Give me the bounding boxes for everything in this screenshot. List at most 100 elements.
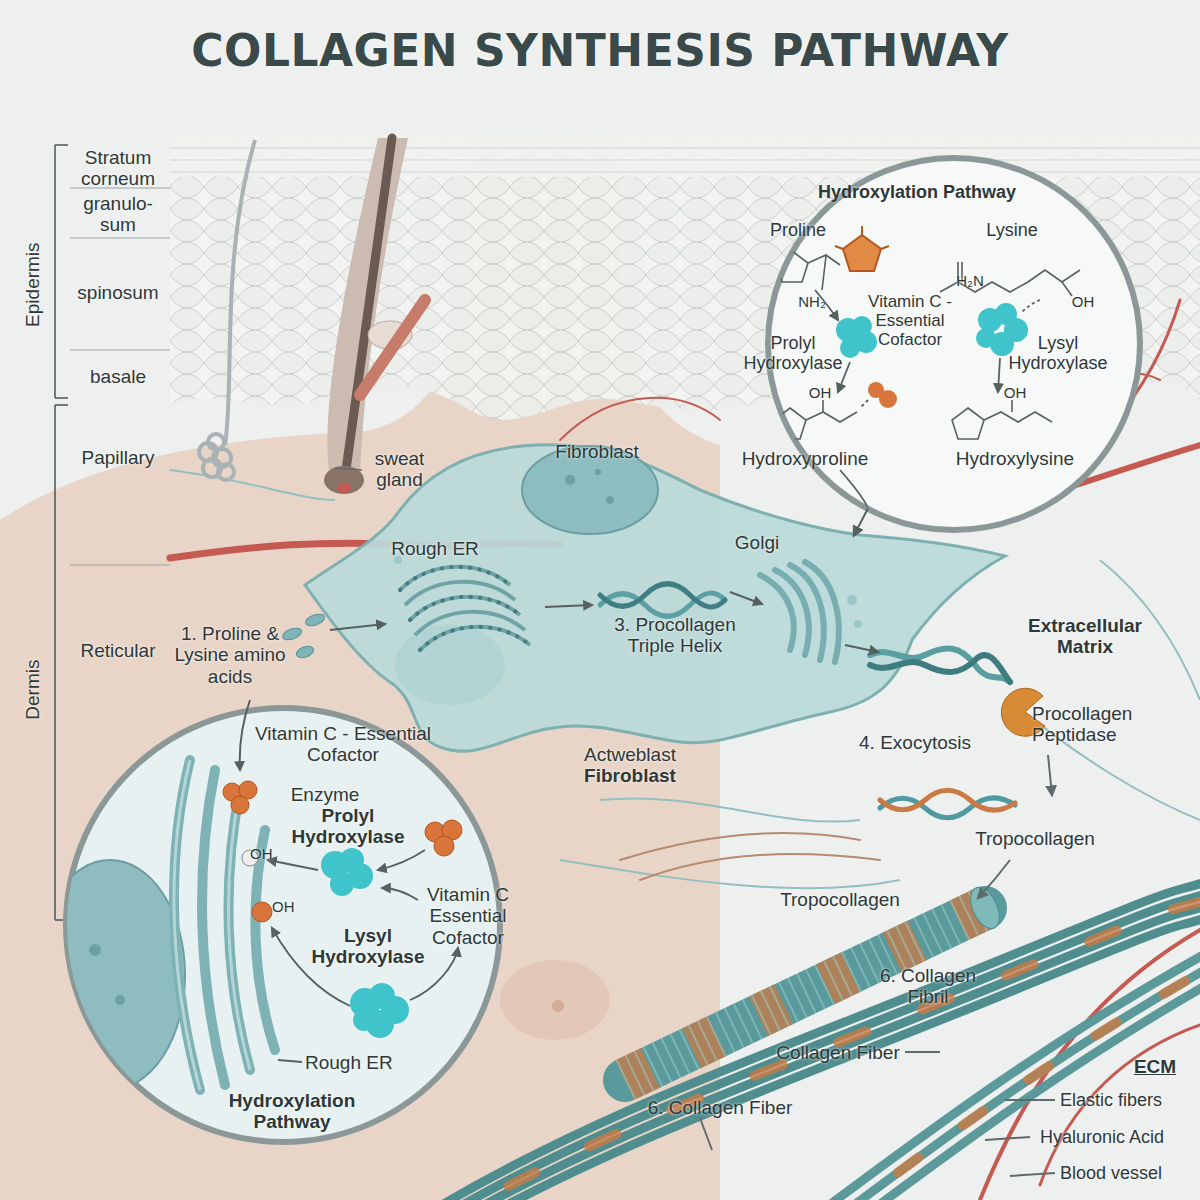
epidermis-layers bbox=[170, 148, 1200, 172]
collagen-fiber-bundle bbox=[430, 833, 1200, 1200]
layer-label: basale bbox=[58, 366, 178, 387]
chemical-group: OH bbox=[995, 385, 1035, 402]
hair-follicle bbox=[346, 138, 392, 470]
fibroblast-organelles bbox=[281, 626, 303, 642]
process-arrow bbox=[1048, 755, 1052, 795]
region-label: Epidermis bbox=[22, 225, 43, 345]
step-label: 3. Procollagen Triple Helix bbox=[600, 614, 750, 657]
collagen-fibril bbox=[965, 883, 1005, 933]
nerve-fiber bbox=[170, 470, 335, 500]
chemical-group: H₂N bbox=[945, 273, 995, 290]
product-label: Hydroxylysine bbox=[945, 448, 1085, 469]
fibroblast-organelles bbox=[304, 612, 326, 628]
blood-vessel bbox=[560, 398, 720, 440]
region-label: Dermis bbox=[22, 630, 43, 750]
collagen-fiber-bundle bbox=[430, 898, 1200, 1200]
layer-bracket bbox=[55, 405, 68, 920]
collagen-fiber-bundle bbox=[430, 904, 1200, 1200]
enzyme-label: Prolyl Hydroxylase bbox=[733, 333, 853, 373]
nerve-fiber bbox=[600, 798, 860, 821]
hair-follicle bbox=[327, 138, 408, 478]
cell-label: Actweblast bbox=[560, 744, 700, 765]
hair-follicle bbox=[360, 300, 425, 395]
sweat-gland bbox=[213, 449, 231, 467]
nerve-fiber bbox=[1010, 700, 1200, 820]
collagen-fiber-bundle bbox=[834, 958, 1200, 1200]
structure-label: Collagen Fiber bbox=[768, 1042, 908, 1063]
step-label: 6. Collagen Fibril bbox=[868, 965, 988, 1008]
process-arrow bbox=[905, 1051, 940, 1053]
collagen-fiber-bundle bbox=[430, 916, 1200, 1200]
layer-label: spinosum bbox=[58, 282, 178, 303]
ecm-label: Elastic fibers bbox=[1060, 1090, 1200, 1110]
enzyme-label: Lysyl Hydroxylase bbox=[298, 925, 438, 968]
tropocollagen-helix bbox=[880, 790, 1015, 810]
layer-label: Stratum corneum bbox=[68, 147, 168, 190]
zoom-circle: Hydroxylation PathwayProlineLysineNH₂H₂N… bbox=[765, 155, 1143, 533]
collagen-fiber-bundle bbox=[848, 966, 1200, 1200]
ecm-label: Hyaluronic Acid bbox=[1040, 1127, 1200, 1147]
zoom-circle-outline bbox=[765, 155, 1143, 533]
molecule-label: Tropocollagen bbox=[965, 828, 1105, 849]
collagen-fiber-bundle bbox=[834, 958, 1200, 1200]
sweat-gland bbox=[335, 468, 362, 470]
hair-follicle bbox=[324, 138, 425, 494]
nerve-fiber bbox=[560, 860, 900, 888]
sweat-gland bbox=[225, 140, 255, 445]
collagen-fiber-bundle bbox=[820, 950, 1200, 1200]
collagen-fiber-bundle bbox=[430, 880, 1200, 1200]
structure-label: sweat gland bbox=[362, 448, 437, 491]
blood-vessel bbox=[980, 930, 1200, 1200]
cell-label: Fibroblast bbox=[537, 441, 657, 462]
chemical-group: OH bbox=[250, 846, 290, 863]
step-label: 1. Proline & Lysine amino acids bbox=[174, 623, 286, 687]
circle-heading: Hydroxylation Pathway bbox=[797, 182, 1037, 202]
legend-heading: ECM bbox=[1125, 1056, 1185, 1077]
molecule-label: Lysine bbox=[972, 220, 1052, 240]
enzyme-label: Lysyl Hydroxylase bbox=[998, 333, 1118, 373]
fibroblast-organelles bbox=[281, 612, 326, 660]
cofactor-label: Vitamin C Essential Cofactor bbox=[413, 884, 523, 948]
sweat-gland bbox=[203, 459, 221, 477]
tropocollagen-helix bbox=[880, 790, 1015, 818]
chemical-group: NH₂ bbox=[787, 294, 837, 311]
layer-label: Reticular bbox=[58, 640, 178, 661]
fibroblast-organelles bbox=[295, 644, 315, 660]
blood-vessel bbox=[1040, 1025, 1200, 1185]
body-silhouette bbox=[552, 1000, 564, 1012]
chemical-group: OH bbox=[272, 899, 312, 916]
hair-follicle bbox=[324, 466, 364, 494]
sweat-gland bbox=[218, 464, 234, 480]
cell-label: Fibroblast bbox=[560, 765, 700, 786]
tropocollagen-helix bbox=[880, 798, 1015, 818]
zoom-circle-outline bbox=[768, 158, 1140, 530]
ecm-label: Blood vessel bbox=[1060, 1163, 1200, 1183]
collagen-fiber-bundle bbox=[430, 892, 1200, 1200]
hair-follicle bbox=[368, 321, 412, 349]
fibroblast-cell-outline bbox=[305, 445, 1005, 751]
diagram-title: COLLAGEN SYNTHESIS PATHWAY bbox=[0, 26, 1200, 75]
body-silhouette bbox=[500, 960, 610, 1040]
process-arrow bbox=[700, 1118, 712, 1150]
cofactor-label: Vitamin C - Essential Cofactor bbox=[856, 292, 964, 349]
region-label: Extracellular Matrix bbox=[1015, 615, 1155, 658]
zoom-circle: Vitamin C - Essential CofactorEnzymeProl… bbox=[63, 705, 503, 1145]
enzyme-label: Prolyl Hydroxylase bbox=[278, 805, 418, 848]
chemical-group: OH bbox=[800, 385, 840, 402]
enzyme-label: Procollagen Peptidase bbox=[1032, 703, 1162, 746]
sweat-gland bbox=[199, 140, 362, 480]
process-arrow bbox=[978, 860, 1010, 898]
layer-bracket bbox=[55, 145, 68, 398]
circle-heading: Hydroxylation Pathway bbox=[207, 1090, 377, 1133]
product-label: Hydroxyproline bbox=[735, 448, 875, 469]
sweat-gland bbox=[208, 434, 224, 450]
step-label: 4. Exocytosis bbox=[850, 732, 980, 753]
flow-arrow bbox=[854, 509, 868, 536]
sweat-gland bbox=[199, 443, 217, 461]
enzyme-label: Enzyme bbox=[280, 784, 370, 805]
epidermis-layers bbox=[170, 135, 1200, 177]
collagen-fibril bbox=[625, 883, 1005, 1080]
